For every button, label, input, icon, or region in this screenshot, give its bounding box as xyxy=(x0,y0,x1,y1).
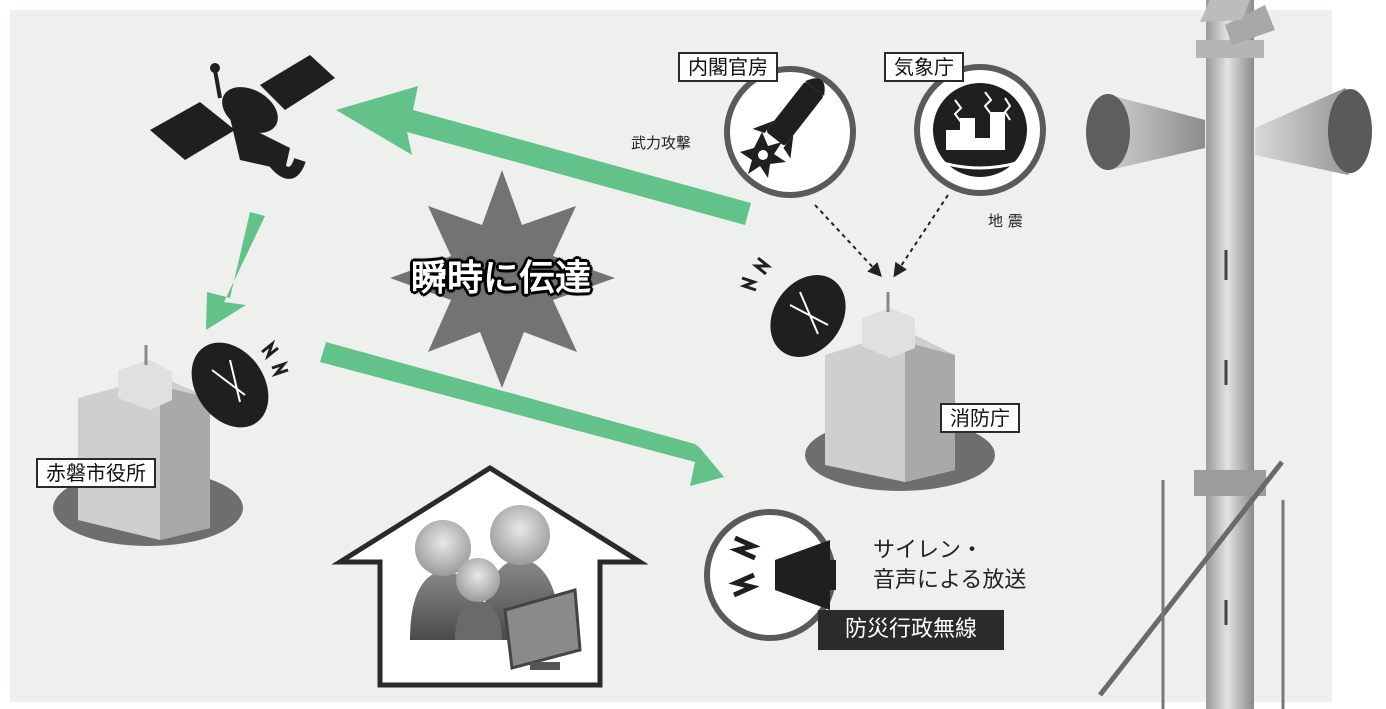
label-fdma: 消防庁 xyxy=(940,403,1020,433)
arrow-satellite-to-city xyxy=(206,212,265,330)
speaker-icon xyxy=(704,509,836,641)
headline-instant-transmission: 瞬時に伝達 xyxy=(410,258,591,299)
missile-icon xyxy=(724,66,856,198)
computer-monitor-icon xyxy=(503,588,582,670)
satellite-icon xyxy=(150,55,335,179)
burst-shape xyxy=(390,170,615,388)
satellite-dish-icon xyxy=(191,339,289,428)
explosion-icon xyxy=(740,132,786,178)
label-city-hall: 赤磐市役所 xyxy=(36,458,156,488)
broadcast-line-2: 音声による放送 xyxy=(873,568,1027,593)
system-name-badge: 防災行政無線 xyxy=(818,610,1004,650)
earthquake-city-icon xyxy=(914,64,1046,196)
family-icon xyxy=(410,505,560,640)
broadcast-line-1: サイレン・ xyxy=(873,538,984,563)
label-earthquake: 地 震 xyxy=(988,212,1023,230)
label-jma: 気象庁 xyxy=(884,52,964,82)
satellite-dish-icon xyxy=(739,256,846,357)
label-cabinet-secretariat: 内閣官房 xyxy=(678,52,778,82)
arrow-fdma-to-satellite xyxy=(336,86,751,225)
transmission-arrows xyxy=(206,86,751,486)
label-armed-attack: 武力攻撃 xyxy=(631,134,692,152)
building-icon xyxy=(805,292,995,491)
siren-tower-photo xyxy=(1086,0,1372,709)
arrow-city-to-broadcast xyxy=(320,342,724,486)
